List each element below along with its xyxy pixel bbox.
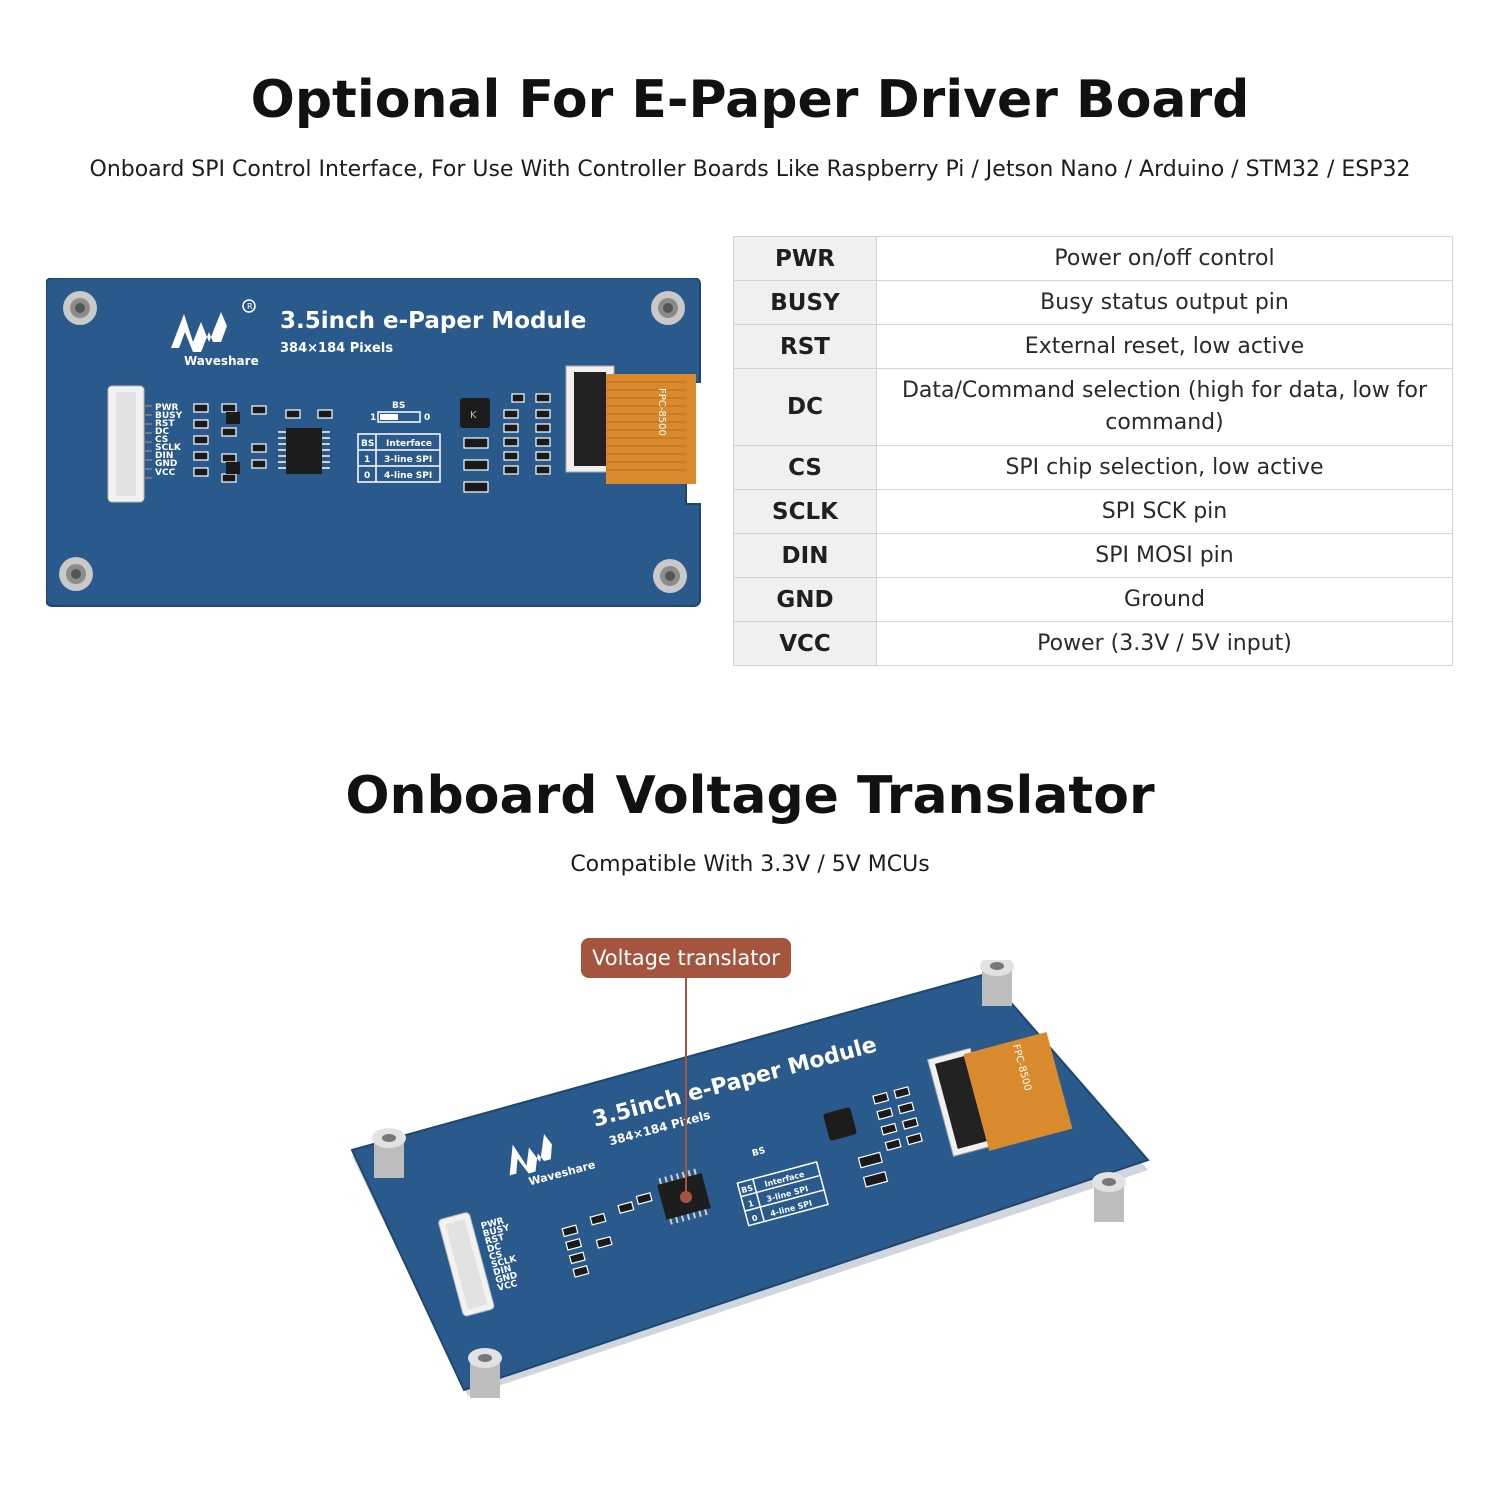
driver-board-angled-view: Waveshare 3.5inch e-Paper Module 384×184…	[350, 956, 1150, 1398]
svg-text:4-line SPI: 4-line SPI	[384, 471, 432, 481]
svg-text:GND: GND	[155, 459, 177, 469]
svg-text:Interface: Interface	[386, 439, 432, 449]
pin-description: Busy status output pin	[876, 280, 1453, 325]
pin-name: BUSY	[733, 280, 877, 325]
svg-text:3-line SPI: 3-line SPI	[384, 455, 432, 465]
waveshare-logo-icon: R	[171, 299, 256, 352]
svg-text:0: 0	[751, 1213, 759, 1223]
table-row: VCC Power (3.3V / 5V input)	[733, 621, 1453, 666]
fpc-ribbon-cable	[606, 374, 696, 484]
voltage-translator-callout: Voltage translator	[581, 938, 791, 978]
pin-description: SPI MOSI pin	[876, 533, 1453, 578]
callout-leader-line	[685, 978, 687, 1194]
svg-text:VCC: VCC	[155, 468, 176, 478]
bs-switch	[377, 411, 421, 423]
pin-name: CS	[733, 445, 877, 490]
table-row: DC Data/Command selection (high for data…	[733, 368, 1453, 446]
mounting-hole-icon	[59, 291, 687, 593]
section1-subtitle: Onboard SPI Control Interface, For Use W…	[89, 157, 1411, 182]
table-row: DIN SPI MOSI pin	[733, 533, 1453, 578]
callout-pointer-dot	[680, 1191, 692, 1203]
pin-name: SCLK	[733, 489, 877, 534]
pin-description: Power on/off control	[876, 236, 1453, 281]
svg-text:0: 0	[424, 413, 430, 423]
svg-text:BS: BS	[361, 439, 374, 449]
board-resolution-label: 384×184 Pixels	[280, 341, 393, 356]
pin-name: PWR	[733, 236, 877, 281]
section2-title: Onboard Voltage Translator	[345, 766, 1155, 826]
pin-description: SPI SCK pin	[876, 489, 1453, 534]
inductor	[460, 398, 490, 428]
svg-text:BS: BS	[740, 1183, 754, 1195]
table-row: SCLK SPI SCK pin	[733, 489, 1453, 534]
pin-name: DC	[733, 368, 877, 446]
svg-text:CS: CS	[155, 435, 168, 445]
table-row: BUSY Busy status output pin	[733, 280, 1453, 325]
svg-text:K: K	[470, 410, 477, 421]
silkscreen-pin-labels: PWR BUSY RST DC CS SCLK DIN GND VCC	[155, 403, 183, 478]
epaper-board-perspective: Waveshare 3.5inch e-Paper Module 384×184…	[340, 956, 1170, 1444]
svg-text:RST: RST	[155, 419, 175, 429]
svg-text:1: 1	[747, 1199, 755, 1209]
table-row: RST External reset, low active	[733, 324, 1453, 369]
svg-text:1: 1	[370, 413, 376, 423]
svg-text:SCLK: SCLK	[155, 443, 182, 453]
table-row: CS SPI chip selection, low active	[733, 445, 1453, 490]
pin-description: SPI chip selection, low active	[876, 445, 1453, 490]
svg-text:0: 0	[364, 471, 370, 481]
pin-description: Data/Command selection (high for data, l…	[876, 368, 1453, 446]
svg-text:PWR: PWR	[155, 403, 179, 413]
pin-description: Ground	[876, 577, 1453, 622]
board-brand-label: Waveshare	[184, 354, 259, 368]
table-row: GND Ground	[733, 577, 1453, 622]
svg-text:DC: DC	[155, 427, 169, 437]
pin-description: External reset, low active	[876, 324, 1453, 369]
svg-text:CS: CS	[488, 1250, 503, 1263]
pin-name: VCC	[733, 621, 877, 666]
section2-subtitle: Compatible With 3.3V / 5V MCUs	[570, 852, 930, 877]
pin-description-table: PWR Power on/off control BUSY Busy statu…	[733, 236, 1453, 666]
driver-board-front-view: R Waveshare 3.5inch e-Paper Module 384×1…	[45, 277, 701, 607]
standoff-icon	[372, 956, 1126, 1398]
voltage-translator-ic	[278, 428, 330, 474]
pin-description: Power (3.3V / 5V input)	[876, 621, 1453, 666]
pin-name: RST	[733, 324, 877, 369]
svg-text:BUSY: BUSY	[155, 411, 183, 421]
epaper-driver-board: R Waveshare 3.5inch e-Paper Module 384×1…	[45, 277, 702, 614]
svg-text:DIN: DIN	[492, 1264, 512, 1278]
svg-text:1: 1	[364, 455, 370, 465]
pin-name: GND	[733, 577, 877, 622]
section1-title: Optional For E-Paper Driver Board	[250, 70, 1250, 130]
svg-text:BS: BS	[751, 1146, 766, 1159]
pin-name: DIN	[733, 533, 877, 578]
svg-text:R: R	[247, 302, 253, 311]
table-row: PWR Power on/off control	[733, 236, 1453, 281]
board-model-label: 3.5inch e-Paper Module	[280, 308, 586, 334]
fpc-label: FPC-8500	[656, 388, 667, 436]
interface-silk-table: BS Interface 1 3-line SPI 0 4-line SPI	[357, 433, 441, 483]
svg-text:DIN: DIN	[155, 451, 173, 461]
bs-label: BS	[392, 401, 405, 411]
svg-text:DC: DC	[486, 1242, 503, 1255]
